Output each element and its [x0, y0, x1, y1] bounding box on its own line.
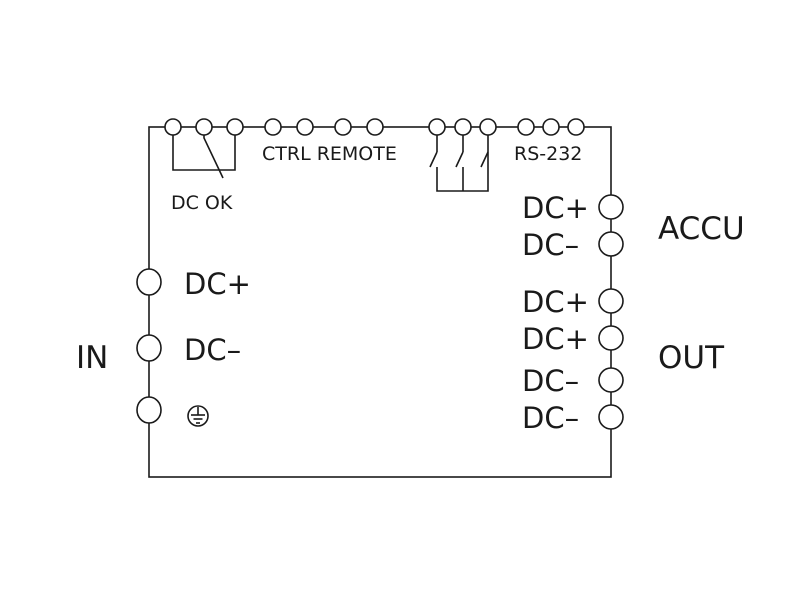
input-dc-plus-label: DC+ [184, 267, 251, 301]
terminal-contact-3[interactable] [479, 118, 497, 136]
terminal-out-dc-plus-2[interactable] [598, 325, 624, 351]
terminal-dc-ok-2[interactable] [195, 118, 213, 136]
terminal-ctrl-1[interactable] [264, 118, 282, 136]
terminal-in-dc-plus[interactable] [136, 268, 162, 296]
terminal-rs232-1[interactable] [517, 118, 535, 136]
accu-group-label: ACCU [658, 211, 745, 247]
output-group-label: OUT [658, 340, 725, 376]
terminal-in-dc-minus[interactable] [136, 334, 162, 362]
accu-dc-minus-label: DC– [522, 228, 579, 262]
terminal-dc-ok-3[interactable] [226, 118, 244, 136]
terminal-out-dc-minus-1[interactable] [598, 367, 624, 393]
input-terminals [136, 268, 162, 424]
out-dc-minus-1-label: DC– [522, 364, 579, 398]
accu-dc-plus-label: DC+ [522, 191, 589, 225]
accu-terminals [598, 194, 624, 257]
terminal-rs232-2[interactable] [542, 118, 560, 136]
terminal-in-ground[interactable] [136, 396, 162, 424]
dc-ok-label: DC OK [171, 192, 233, 214]
terminal-accu-dc-minus[interactable] [598, 231, 624, 257]
terminal-remote-2[interactable] [366, 118, 384, 136]
terminal-out-dc-minus-2[interactable] [598, 404, 624, 430]
ctrl-contacts [429, 127, 489, 192]
terminal-accu-dc-plus[interactable] [598, 194, 624, 220]
terminal-out-dc-plus-1[interactable] [598, 288, 624, 314]
top-terminals [164, 118, 585, 136]
ground-icon [187, 405, 209, 427]
output-terminals [598, 288, 624, 430]
terminal-contact-1[interactable] [428, 118, 446, 136]
input-dc-minus-label: DC– [184, 333, 241, 367]
input-group-label: IN [76, 340, 108, 376]
terminal-ctrl-2[interactable] [296, 118, 314, 136]
terminal-dc-ok-1[interactable] [164, 118, 182, 136]
terminal-rs232-3[interactable] [567, 118, 585, 136]
rs232-label: RS-232 [514, 143, 582, 165]
ctrl-remote-label: CTRL REMOTE [262, 143, 397, 165]
out-dc-plus-1-label: DC+ [522, 285, 589, 319]
terminal-contact-2[interactable] [454, 118, 472, 136]
out-dc-plus-2-label: DC+ [522, 322, 589, 356]
out-dc-minus-2-label: DC– [522, 401, 579, 435]
terminal-remote-1[interactable] [334, 118, 352, 136]
